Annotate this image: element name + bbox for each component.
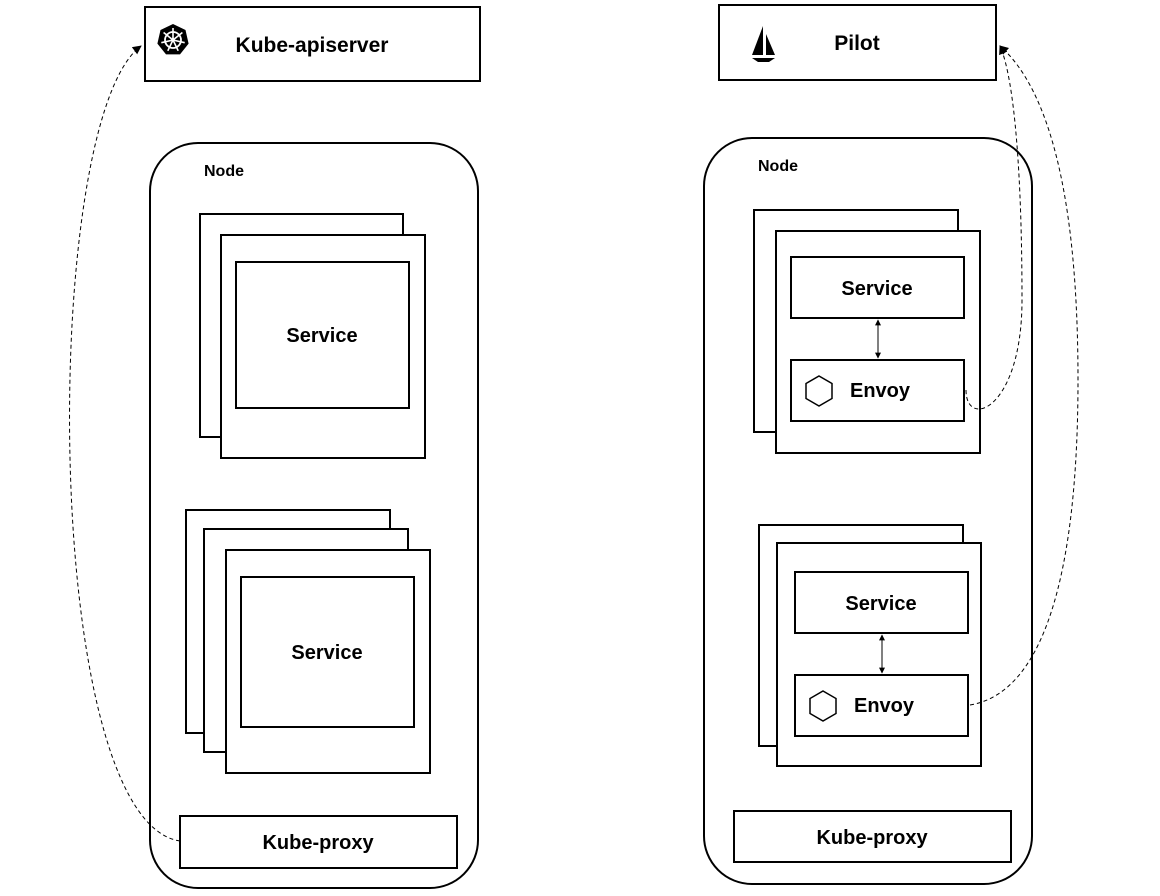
envoy-label: Envoy <box>854 695 915 717</box>
envoy-to-pilot-connector <box>969 45 1079 706</box>
envoy-to-pilot-connector <box>965 45 1023 410</box>
left-node-label: Node <box>204 163 244 180</box>
service-label: Service <box>841 278 912 300</box>
kubernetes-helm-icon <box>157 24 189 55</box>
pilot-label: Pilot <box>834 32 880 55</box>
hexagon-icon <box>809 690 837 722</box>
envoy-box <box>794 674 969 737</box>
left-node: Node Service Service Kube-proxy <box>149 142 479 889</box>
kube-apiserver-label: Kube-apiserver <box>236 34 389 57</box>
service-label: Service <box>845 593 916 615</box>
service-box <box>235 261 410 409</box>
kube-apiserver-box: Kube-apiserver <box>144 6 481 82</box>
istio-sail-icon <box>752 26 775 62</box>
service-box <box>240 576 415 728</box>
service-box <box>794 571 969 634</box>
hexagon-icon <box>805 375 833 407</box>
kube-proxy-label: Kube-proxy <box>816 827 928 849</box>
kube-proxy-label: Kube-proxy <box>262 832 374 854</box>
right-node: Node Service Envoy Service Envoy Kub <box>703 137 1033 885</box>
service-label: Service <box>291 642 362 664</box>
pod-stack: Service Envoy <box>758 524 982 767</box>
kube-proxy-box: Kube-proxy <box>179 815 458 869</box>
service-label: Service <box>286 325 357 347</box>
right-node-label: Node <box>758 158 798 175</box>
pod-stack: Service Envoy <box>753 209 981 454</box>
pod-stack: Service <box>185 509 431 774</box>
envoy-label: Envoy <box>850 380 911 402</box>
service-box <box>790 256 965 319</box>
envoy-box <box>790 359 965 422</box>
kube-proxy-box: Kube-proxy <box>733 810 1012 863</box>
pod-stack: Service <box>199 213 426 459</box>
pilot-box: Pilot <box>718 4 997 81</box>
